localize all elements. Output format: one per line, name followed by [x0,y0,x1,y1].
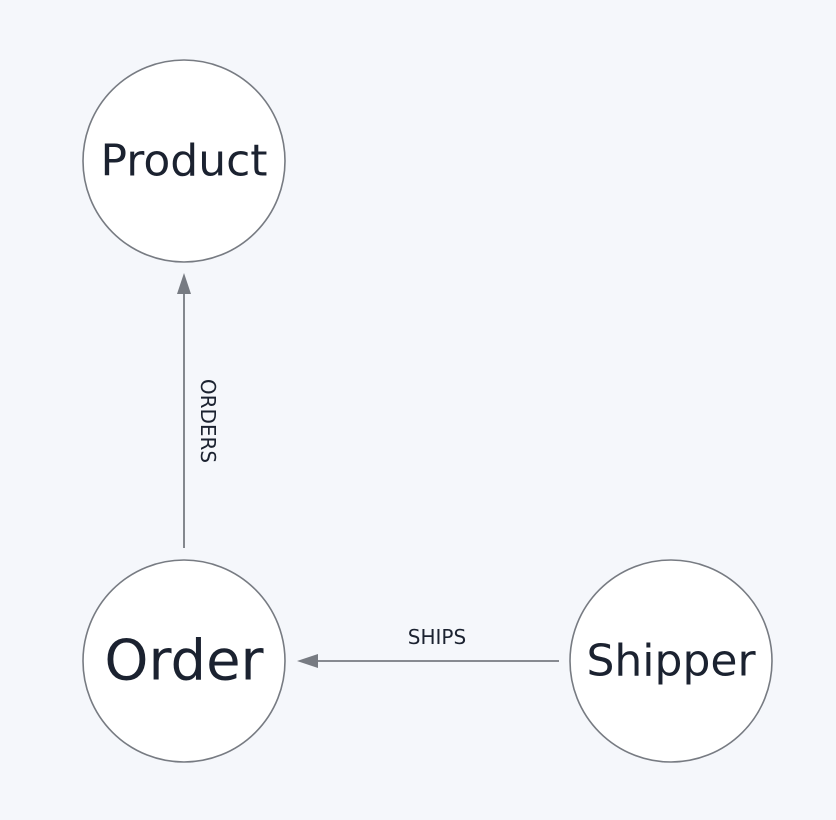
node-order[interactable]: Order [82,559,286,763]
node-product-label: Product [100,136,267,187]
node-shipper-label: Shipper [586,636,756,687]
node-order-circle [82,559,286,763]
edge-ships[interactable]: SHIPS [297,625,559,668]
node-product-circle [82,59,286,263]
edge-orders[interactable]: ORDERS [177,273,220,548]
node-product[interactable]: Product [82,59,286,263]
edge-ships-label: SHIPS [408,625,466,649]
node-shipper-circle [569,559,773,763]
node-order-label: Order [104,629,264,694]
edge-ships-arrowhead [297,654,318,668]
node-shipper[interactable]: Shipper [569,559,773,763]
edge-orders-arrowhead [177,273,191,294]
edge-orders-label: ORDERS [196,379,220,463]
